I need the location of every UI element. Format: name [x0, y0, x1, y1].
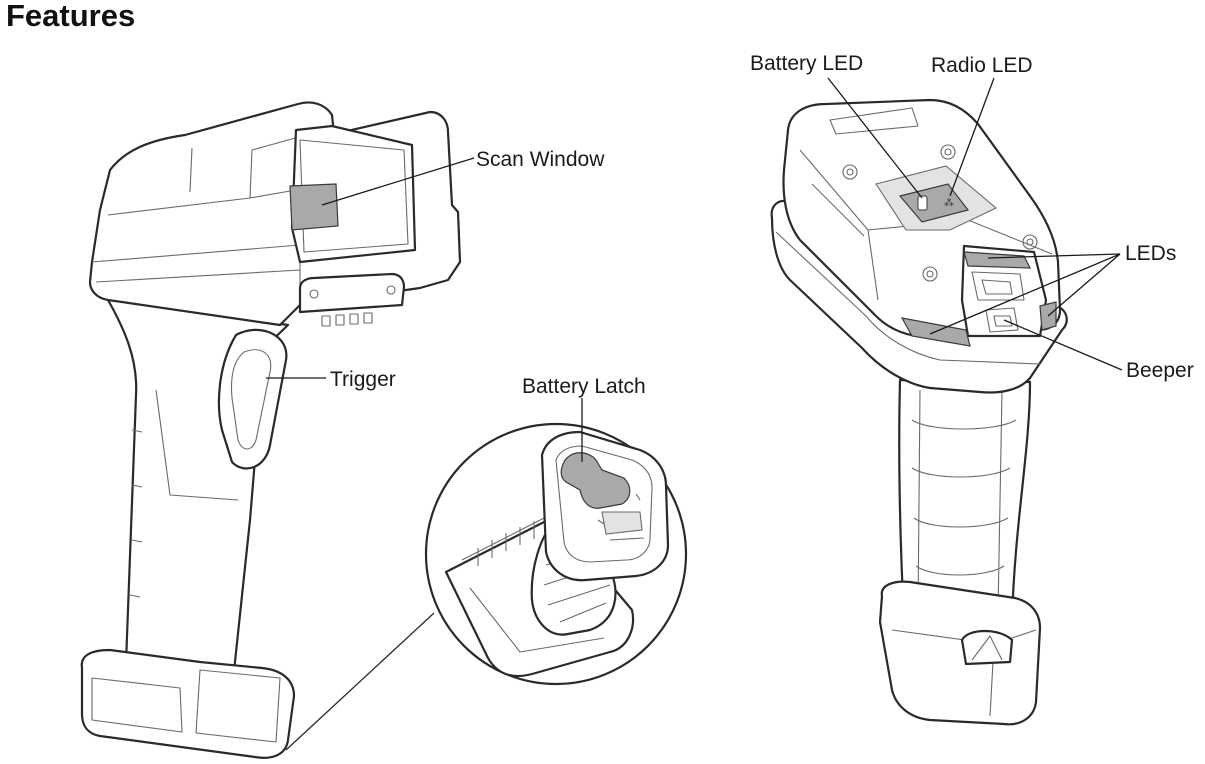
scan-window-label: Scan Window: [476, 148, 605, 171]
scanner-front-view: ⁂: [770, 98, 1068, 726]
battery-latch-label: Battery Latch: [522, 375, 646, 398]
scanner-side-view: [80, 101, 462, 759]
battery-led-label: Battery LED: [750, 52, 863, 75]
svg-text:⁂: ⁂: [944, 197, 954, 209]
beeper-label: Beeper: [1126, 359, 1194, 382]
callout-labels: Scan Window Trigger Battery Latch Batter…: [330, 52, 1194, 398]
leader-lines: [266, 77, 1123, 462]
battery-latch-inset: [285, 422, 688, 751]
radio-led-label: Radio LED: [931, 54, 1033, 77]
page-title: Features: [6, 0, 136, 33]
trigger-label: Trigger: [330, 368, 396, 391]
leds-label: LEDs: [1125, 242, 1176, 265]
